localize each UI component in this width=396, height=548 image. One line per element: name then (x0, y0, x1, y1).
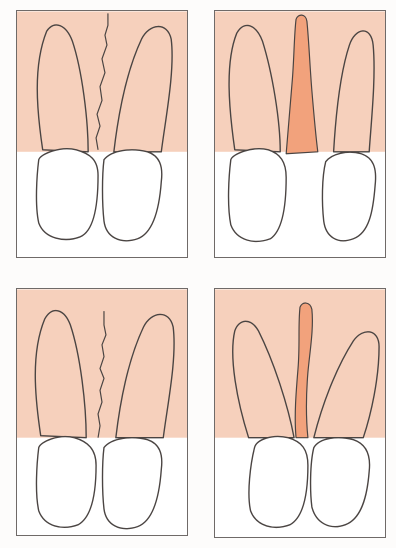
left-crown (229, 149, 287, 242)
panel-bottom-left-drawing (17, 289, 187, 535)
panel-bottom-right (214, 288, 386, 538)
left-crown (36, 149, 98, 240)
right-crown (311, 438, 370, 527)
panel-top-right-drawing (215, 11, 385, 257)
panel-bottom-right-drawing (215, 289, 385, 537)
right-crown (322, 152, 375, 241)
panel-top-right (214, 10, 386, 258)
left-crown (36, 437, 96, 528)
panel-top-left (16, 10, 188, 258)
right-crown (102, 438, 161, 529)
panel-top-left-drawing (17, 11, 187, 257)
right-crown (102, 150, 161, 241)
left-crown (249, 436, 308, 527)
panel-bottom-left (16, 288, 188, 536)
